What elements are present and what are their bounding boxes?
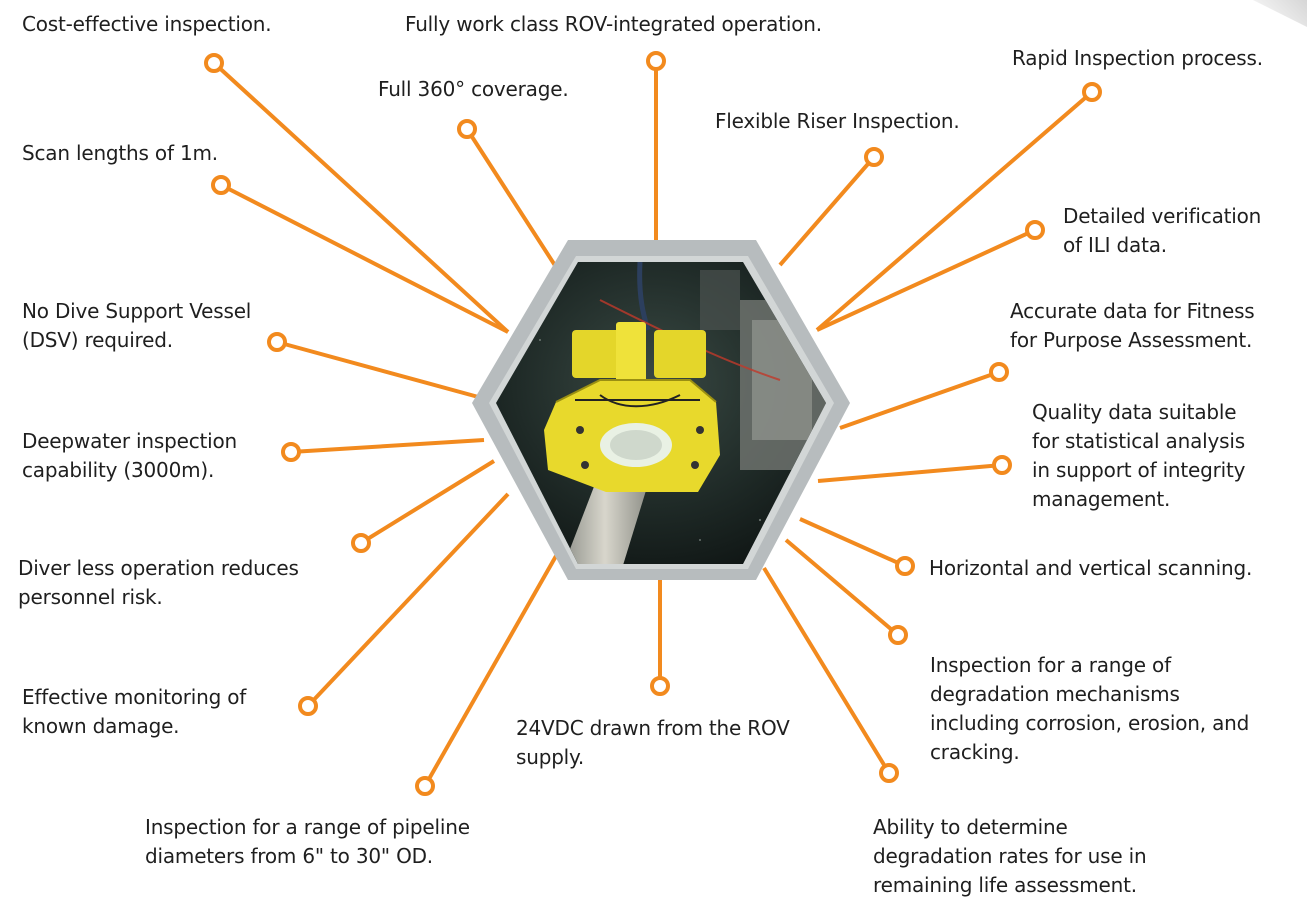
connector-line-scan-lengths	[220, 183, 509, 334]
feature-label-degradation-rates: Ability to determine degradation rates f…	[873, 815, 1147, 897]
connector-line-rapid-process	[815, 90, 1094, 332]
connector-lines	[212, 61, 1094, 787]
connector-node-fitness-data	[989, 362, 1009, 382]
connector-line-degradation-rates	[762, 566, 891, 775]
feature-label-pipeline-diameters: Inspection for a range of pipeline diame…	[145, 815, 470, 868]
connector-node-pipeline-diameters	[415, 776, 435, 796]
feature-label-scan-lengths: Scan lengths of 1m.	[22, 141, 218, 165]
feature-label-fitness-data: Accurate data for Fitness for Purpose As…	[1010, 299, 1255, 352]
connector-line-full-coverage	[465, 127, 558, 269]
connector-node-diverless	[351, 533, 371, 553]
connector-node-rapid-process	[1082, 82, 1102, 102]
connector-line-statistical-data	[817, 463, 1003, 483]
connector-node-scanning	[895, 556, 915, 576]
feature-label-diverless: Diver less operation reduces personnel r…	[18, 556, 299, 609]
connector-line-fitness-data	[839, 370, 1000, 430]
connector-line-ili-verification	[816, 228, 1036, 332]
connector-node-scan-lengths	[211, 175, 231, 195]
connector-node-rov-integrated	[646, 51, 666, 71]
feature-label-degradation-mechanisms: Inspection for a range of degradation me…	[930, 653, 1250, 764]
connector-node-full-coverage	[457, 119, 477, 139]
feature-label-full-coverage: Full 360° coverage.	[378, 77, 569, 101]
connector-node-degradation-mechanisms	[888, 625, 908, 645]
feature-label-no-dsv: No Dive Support Vessel (DSV) required.	[22, 299, 252, 352]
connector-node-monitoring	[298, 696, 318, 716]
feature-label-cost-effective: Cost-effective inspection.	[22, 12, 272, 36]
connector-node-degradation-rates	[879, 763, 899, 783]
feature-label-monitoring: Effective monitoring of known damage.	[22, 685, 247, 738]
connector-line-pipeline-diameters	[423, 555, 558, 787]
connector-line-no-dsv	[276, 340, 483, 400]
feature-label-ili-verification: Detailed verification of ILI data.	[1063, 204, 1262, 257]
feature-label-flexible-riser: Flexible Riser Inspection.	[715, 109, 960, 133]
feature-label-rapid-process: Rapid Inspection process.	[1012, 46, 1263, 70]
feature-label-rov-integrated: Fully work class ROV-integrated operatio…	[405, 12, 822, 36]
connector-line-diverless	[359, 459, 496, 545]
connector-node-cost-effective	[204, 53, 224, 73]
connector-node-statistical-data	[992, 455, 1012, 475]
connector-line-cost-effective	[212, 61, 510, 334]
connector-node-ili-verification	[1025, 220, 1045, 240]
connector-line-scanning	[799, 517, 906, 568]
connector-node-deepwater	[281, 442, 301, 462]
feature-label-deepwater: Deepwater inspection capability (3000m).	[22, 429, 238, 482]
connector-node-power	[650, 676, 670, 696]
connector-line-flexible-riser	[778, 155, 876, 267]
connector-line-monitoring	[306, 492, 510, 708]
connector-nodes	[204, 51, 1102, 796]
feature-label-power: 24VDC drawn from the ROV supply.	[516, 716, 790, 769]
connector-node-no-dsv	[267, 332, 287, 352]
connector-node-flexible-riser	[864, 147, 884, 167]
feature-label-statistical-data: Quality data suitable for statistical an…	[1032, 400, 1246, 511]
connector-line-degradation-mechanisms	[784, 538, 900, 637]
feature-label-scanning: Horizontal and vertical scanning.	[929, 556, 1253, 580]
connector-line-deepwater	[290, 438, 485, 454]
